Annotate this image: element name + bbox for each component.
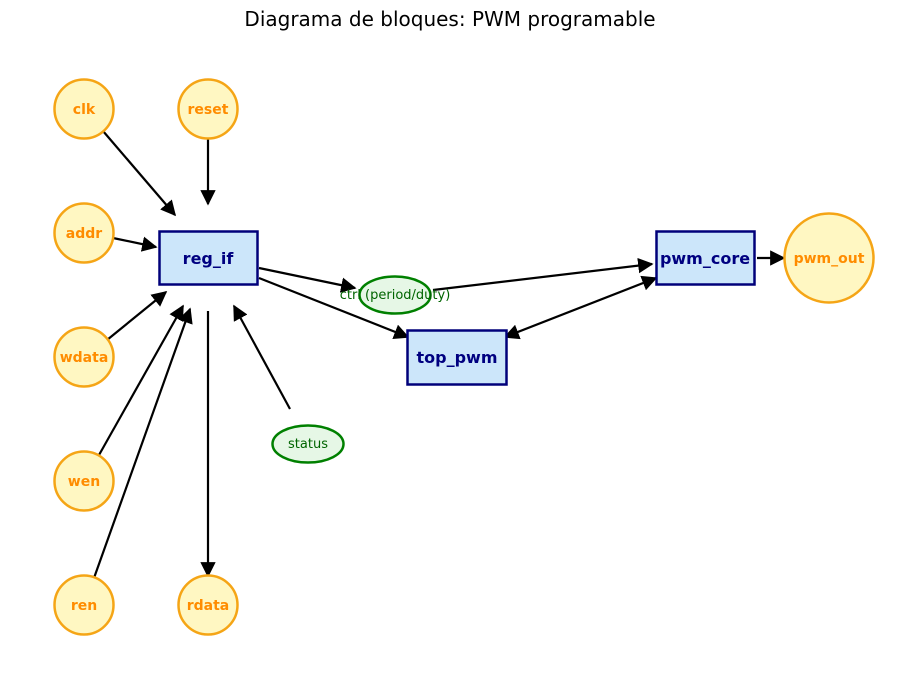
port-node-ren: ren xyxy=(53,574,115,636)
edge-pwm_core-top_pwm xyxy=(503,275,658,340)
edge-reg_if-ctrl xyxy=(258,266,357,293)
port-label-rdata: rdata xyxy=(187,598,230,614)
edge-reg_if-top_pwm xyxy=(258,276,410,340)
block-label-top_pwm: top_pwm xyxy=(417,348,498,367)
port-node-wdata: wdata xyxy=(53,326,115,388)
signal-label-status: status xyxy=(288,437,328,452)
edge-addr-reg_if xyxy=(112,236,158,252)
port-node-rdata: rdata xyxy=(177,574,239,636)
block-node-pwm_core: pwm_core xyxy=(655,230,756,286)
edge-clk-reg_if xyxy=(102,130,177,217)
port-label-reset: reset xyxy=(188,102,229,118)
signal-node-ctrl: ctrl (period/duty) xyxy=(340,275,451,315)
port-node-reset: reset xyxy=(177,78,239,140)
block-label-reg_if: reg_if xyxy=(183,249,235,268)
port-node-clk: clk xyxy=(53,78,115,140)
port-label-wdata: wdata xyxy=(60,350,109,366)
edge-status-reg_if xyxy=(233,304,291,410)
port-label-addr: addr xyxy=(66,226,102,242)
port-label-wen: wen xyxy=(68,474,100,490)
diagram-title: Diagrama de bloques: PWM programable xyxy=(244,7,655,31)
edges xyxy=(92,130,786,579)
block-node-top_pwm: top_pwm xyxy=(406,329,508,386)
block-label-pwm_core: pwm_core xyxy=(660,249,750,268)
port-label-ren: ren xyxy=(71,598,97,614)
block-node-reg_if: reg_if xyxy=(158,230,259,286)
port-node-wen: wen xyxy=(53,450,115,512)
edge-ctrl-pwm_core xyxy=(432,257,654,292)
port-label-pwm_out: pwm_out xyxy=(794,251,865,267)
edge-wdata-reg_if xyxy=(106,291,168,341)
edge-wen-reg_if xyxy=(98,304,184,456)
signal-node-status: status xyxy=(271,424,345,464)
port-node-pwm_out: pwm_out xyxy=(783,212,875,304)
port-label-clk: clk xyxy=(73,102,96,118)
signal-label-ctrl: ctrl (period/duty) xyxy=(340,288,451,303)
port-node-addr: addr xyxy=(53,202,115,264)
edge-ren-reg_if xyxy=(92,307,193,579)
